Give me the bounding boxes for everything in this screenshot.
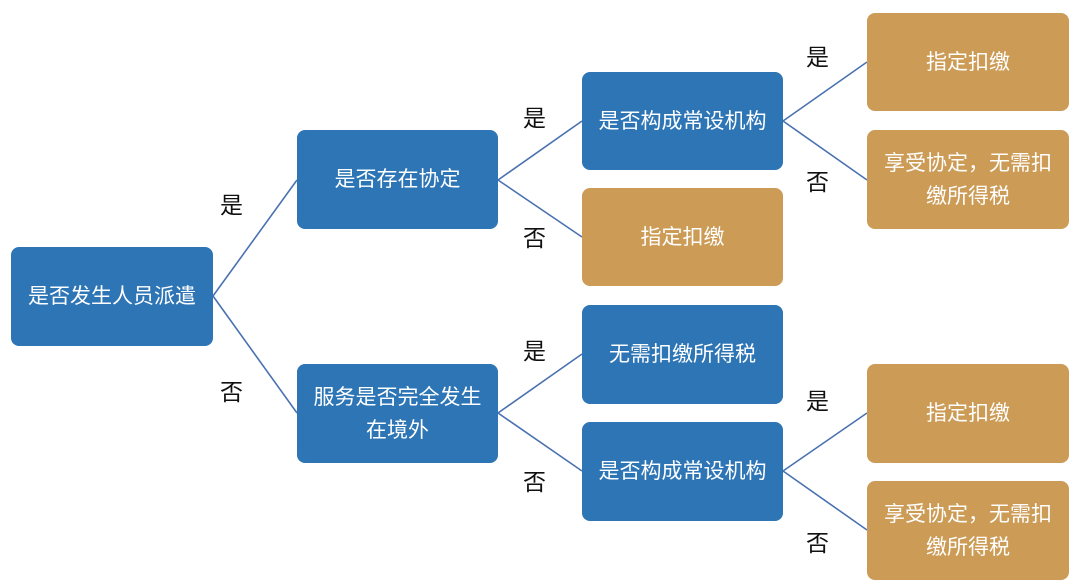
edge-label-no: 否 — [523, 470, 546, 496]
edge-label-yes: 是 — [806, 45, 829, 71]
node-agreement-permanent-establishment: 是否构成常设机构 — [582, 72, 783, 170]
node-label: 指定扣缴 — [640, 224, 725, 249]
edge-label-no: 否 — [806, 531, 829, 557]
node-label-line1: 享受协定，无需扣 — [884, 501, 1052, 526]
edge-label-no: 否 — [220, 380, 243, 406]
node-agreement-pe-treaty-exempt: 享受协定，无需扣 缴所得税 — [867, 130, 1069, 229]
edge-label-no: 否 — [806, 170, 829, 196]
node-label-line2: 在境外 — [366, 417, 429, 442]
edge-label-yes: 是 — [523, 339, 546, 365]
edge-service-pe-yes — [782, 412, 868, 472]
edge-agreement-no — [497, 179, 583, 238]
edge-label-yes: 是 — [220, 193, 243, 219]
edge-service-pe-no — [782, 470, 868, 531]
edge-root-yes — [212, 179, 298, 297]
node-label: 指定扣缴 — [926, 49, 1010, 74]
node-label: 无需扣缴所得税 — [609, 342, 756, 367]
node-personnel-dispatch: 是否发生人员派遣 — [11, 247, 213, 346]
node-label: 是否发生人员派遣 — [28, 284, 196, 309]
node-service-pe-treaty-exempt: 享受协定，无需扣 缴所得税 — [867, 481, 1069, 580]
edge-agreement-pe-yes — [782, 61, 868, 122]
node-label: 是否存在协定 — [334, 167, 461, 192]
node-label-line1: 服务是否完全发生 — [313, 384, 482, 409]
edge-label-no: 否 — [523, 226, 546, 252]
node-agreement-pe-designated-withholding: 指定扣缴 — [867, 13, 1069, 111]
node-label: 是否构成常设机构 — [598, 108, 767, 133]
node-label-line2: 缴所得税 — [926, 183, 1010, 208]
edge-agreement-yes — [497, 120, 583, 181]
edge-root-no — [212, 295, 298, 414]
node-agreement-exists: 是否存在协定 — [297, 130, 498, 229]
node-service-pe-designated-withholding: 指定扣缴 — [867, 364, 1069, 463]
node-label: 是否构成常设机构 — [598, 459, 767, 484]
node-label-line2: 缴所得税 — [926, 534, 1010, 559]
node-label-line1: 享受协定，无需扣 — [884, 150, 1052, 175]
edge-label-yes: 是 — [523, 106, 546, 132]
node-service-fully-abroad: 服务是否完全发生 在境外 — [297, 364, 498, 463]
edge-service-yes — [497, 353, 583, 414]
node-service-permanent-establishment: 是否构成常设机构 — [582, 422, 783, 521]
edge-agreement-pe-no — [782, 120, 868, 181]
node-label: 指定扣缴 — [926, 401, 1010, 426]
edge-label-yes: 是 — [806, 389, 829, 415]
node-agreement-designated-withholding: 指定扣缴 — [582, 188, 783, 286]
edge-service-no — [497, 412, 583, 472]
node-service-no-withholding: 无需扣缴所得税 — [582, 305, 783, 404]
